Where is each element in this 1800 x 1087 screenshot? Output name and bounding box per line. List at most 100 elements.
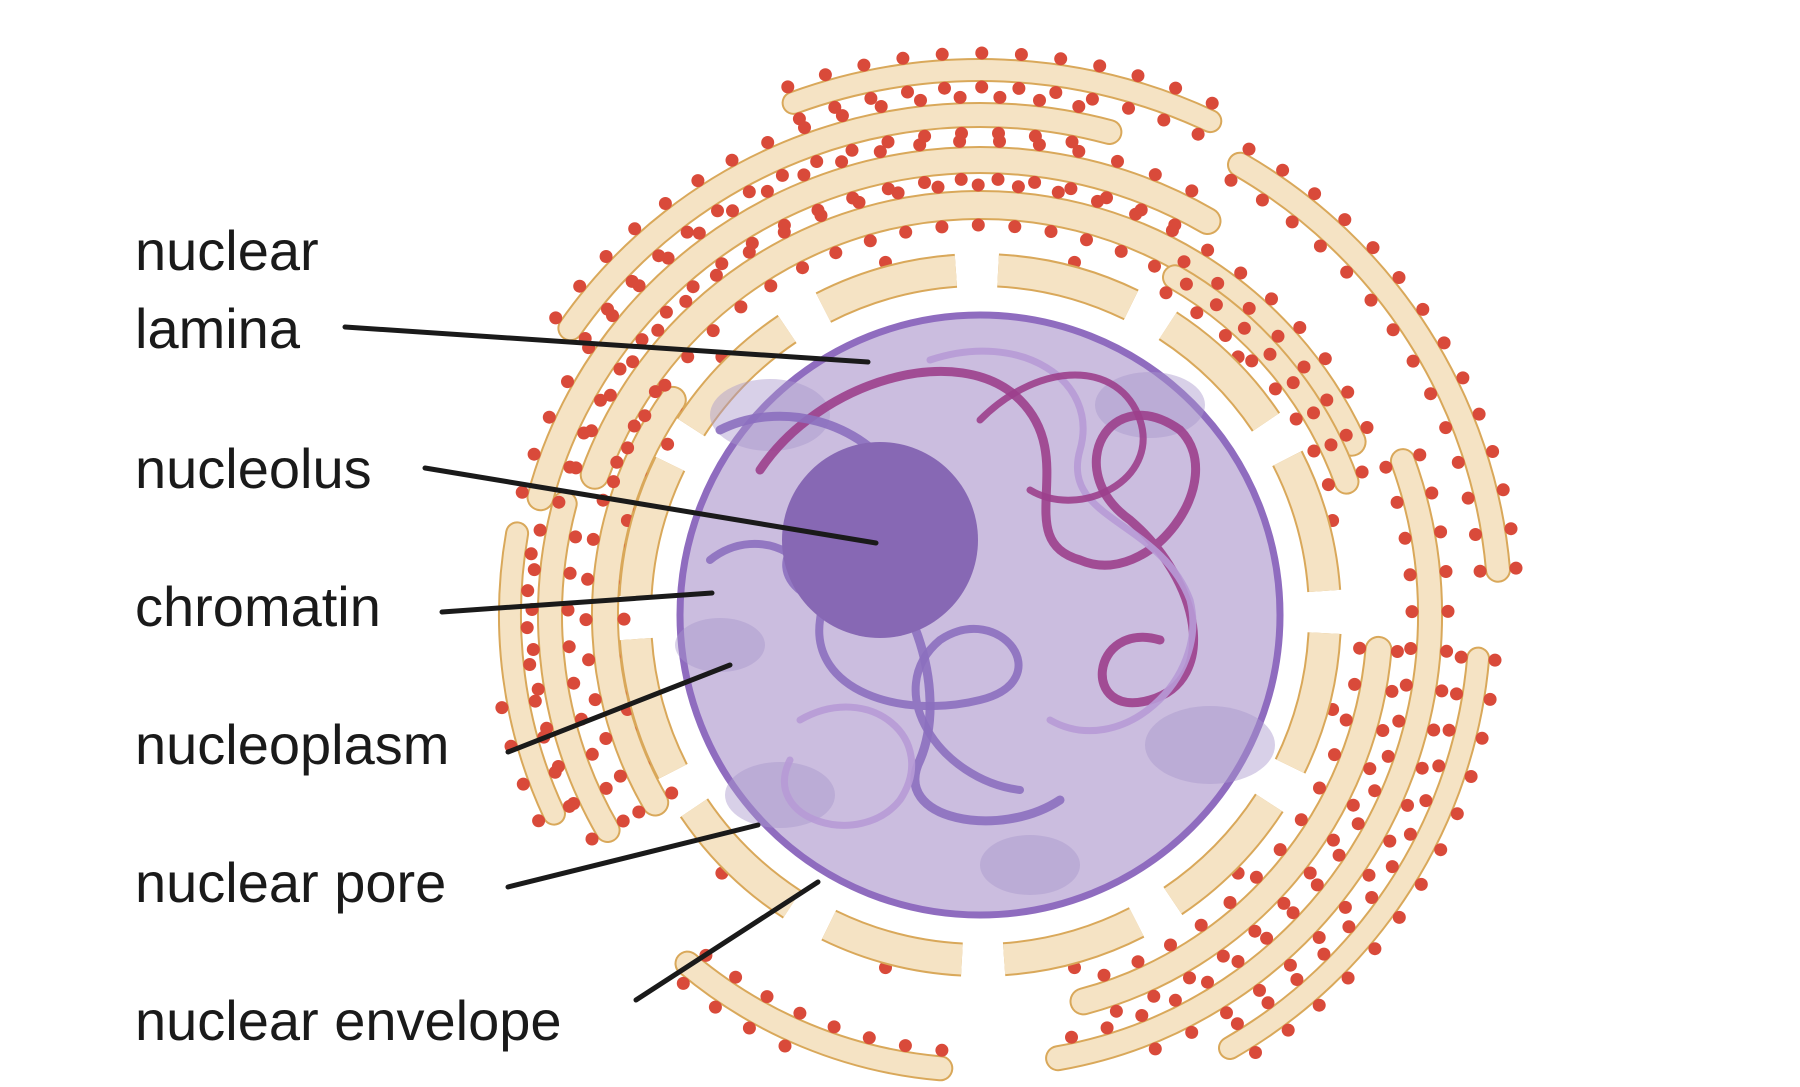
ribosome xyxy=(1109,1004,1123,1018)
ribosome xyxy=(935,47,949,61)
nucleoplasm-texture xyxy=(725,762,835,828)
ribosome xyxy=(846,191,860,205)
ribosome xyxy=(627,419,641,433)
ribosome xyxy=(567,676,581,690)
ribosome xyxy=(665,786,679,800)
ribosome xyxy=(1169,81,1183,95)
ribosome xyxy=(1283,958,1297,972)
ribosome xyxy=(1404,642,1418,655)
ribosome xyxy=(1201,243,1215,257)
ribosome xyxy=(1179,277,1193,291)
ribosome xyxy=(1224,173,1238,187)
ribosome xyxy=(1122,101,1135,115)
ribosome xyxy=(1398,531,1412,545)
ribosome xyxy=(1312,998,1326,1012)
ribosome xyxy=(603,388,617,402)
ribosome xyxy=(1159,286,1173,300)
ribosome xyxy=(607,475,620,489)
ribosome xyxy=(1307,406,1320,420)
ribosome xyxy=(725,153,739,167)
ribosome xyxy=(1339,713,1353,727)
ribosome xyxy=(1147,989,1161,1003)
ribosome xyxy=(1190,306,1204,320)
ribosome xyxy=(1289,412,1303,426)
ribosome xyxy=(1441,604,1455,618)
ribosome xyxy=(1390,645,1404,658)
ribosome xyxy=(515,485,529,499)
ribosome xyxy=(1011,180,1025,194)
ribosome xyxy=(992,126,1005,140)
ribosome xyxy=(1249,870,1263,884)
ribosome xyxy=(1363,762,1377,776)
ribosome xyxy=(680,225,694,239)
ribosome xyxy=(1220,1006,1233,1020)
nucleolus-circle xyxy=(782,442,978,638)
ribosome xyxy=(659,305,673,319)
ribosome xyxy=(549,311,563,325)
ribosome xyxy=(1310,878,1324,892)
ribosome xyxy=(579,613,593,627)
ribosome xyxy=(1277,896,1291,910)
ribosome xyxy=(1135,1009,1149,1022)
ribosome xyxy=(523,658,537,671)
ribosome xyxy=(760,184,774,198)
ribosome xyxy=(1255,193,1269,207)
ribosome xyxy=(1338,213,1352,227)
ribosome xyxy=(1368,942,1382,956)
ribosome xyxy=(1434,843,1448,857)
ribosome xyxy=(1223,896,1237,909)
ribosome xyxy=(533,523,547,537)
ribosome xyxy=(1064,182,1078,196)
envelope-segment xyxy=(822,911,963,975)
ribosome xyxy=(891,186,905,200)
ribosome xyxy=(1237,321,1251,335)
ribosome xyxy=(1131,955,1145,969)
leader-line-nuclear-envelope xyxy=(633,879,821,1003)
ribosome xyxy=(599,781,613,795)
nuclear-envelope-shape xyxy=(618,253,1342,977)
ribosome xyxy=(1341,385,1355,399)
label-chromatin: chromatin xyxy=(135,575,381,638)
ribosome xyxy=(516,777,530,791)
ribosome xyxy=(528,694,542,708)
ribosome xyxy=(1451,455,1465,469)
ribosome xyxy=(1469,528,1482,541)
ribosome xyxy=(1440,644,1454,658)
ribosome xyxy=(1148,168,1162,182)
ribosome xyxy=(594,393,607,407)
ribosome xyxy=(1403,568,1417,582)
ribosome xyxy=(585,747,599,761)
ribosome xyxy=(1435,684,1449,698)
er-cisterna xyxy=(528,148,1220,510)
ribosome xyxy=(1332,848,1346,862)
ribosome xyxy=(585,832,599,846)
ribosome xyxy=(561,603,575,617)
er-cisterna xyxy=(539,492,619,841)
er-cisterna xyxy=(676,952,952,1080)
ribosome xyxy=(542,410,556,424)
ribosome xyxy=(1488,653,1502,667)
ribosome xyxy=(734,300,748,314)
ribosome xyxy=(1464,770,1478,783)
ribosome xyxy=(1308,187,1322,201)
ribosome xyxy=(1496,483,1510,497)
ribosome xyxy=(521,584,535,598)
ribosome xyxy=(679,294,693,308)
ribosome xyxy=(1049,86,1063,99)
ribosome xyxy=(1362,868,1376,882)
ribosome xyxy=(708,1000,722,1014)
ribosome xyxy=(1326,833,1340,847)
ribosome xyxy=(635,333,649,347)
ribosome xyxy=(993,90,1007,104)
ribosome xyxy=(1111,154,1124,168)
ribosome xyxy=(1033,93,1046,107)
ribosome xyxy=(1360,421,1374,434)
ribosome xyxy=(692,226,706,240)
ribosome xyxy=(1313,239,1327,253)
ribosome xyxy=(1385,684,1399,698)
ribosome xyxy=(599,732,613,745)
ribosome xyxy=(1097,968,1111,982)
ribosome xyxy=(1355,465,1369,479)
ribosome xyxy=(938,81,951,95)
